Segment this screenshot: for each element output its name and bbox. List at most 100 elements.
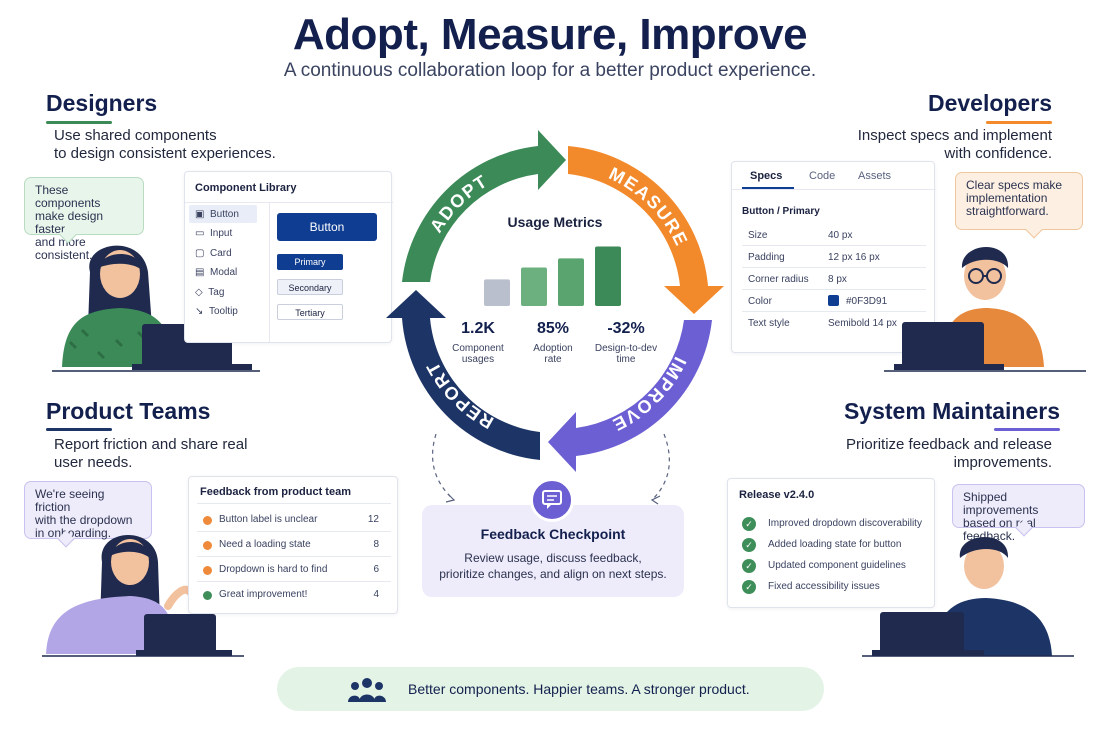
feedback-dot xyxy=(203,591,212,600)
spec-label: Color xyxy=(748,296,772,307)
page-subtitle: A continuous collaboration loop for a be… xyxy=(283,60,817,81)
library-item-selected-bg xyxy=(189,205,257,223)
component-library-title: Component Library xyxy=(195,182,297,194)
specs-panel: Specs Code Assets Button / Primary Size … xyxy=(731,161,936,353)
feedback-dot xyxy=(203,566,212,575)
divider xyxy=(269,202,270,342)
developers-description-line: with confidence. xyxy=(944,145,1052,162)
developers-description: Inspect specs and implement with confide… xyxy=(858,127,1052,163)
feedback-title: Feedback from product team xyxy=(200,486,351,498)
release-item: ✓ Improved dropdown discoverability xyxy=(742,517,928,538)
collaboration-loop: ADOPT MEASURE IMPROVE REPORT xyxy=(386,130,724,472)
product-team-speech-bubble: We're seeing friction with the dropdown … xyxy=(24,481,152,540)
designer-speech-bubble: These components make design faster and … xyxy=(24,177,144,262)
metric-bar xyxy=(595,246,621,306)
feedback-count: 4 xyxy=(373,589,379,600)
page-title: Adopt, Measure, Improve xyxy=(292,10,808,59)
bubble-text-line: in onboarding. xyxy=(35,526,112,540)
feedback-label: Button label is unclear xyxy=(219,514,318,525)
bubble-text-line: with the dropdown xyxy=(35,513,133,527)
bubble-text-line: straightforward. xyxy=(966,204,1049,218)
stat-component-usages: 1.2K Component usages xyxy=(440,320,516,365)
tab-assets[interactable]: Assets xyxy=(858,170,892,182)
check-icon: ✓ xyxy=(742,538,756,552)
metric-bar xyxy=(484,279,510,306)
spec-row: Padding 12 px 16 px xyxy=(742,246,926,268)
feedback-dot xyxy=(203,516,212,525)
divider xyxy=(197,503,391,504)
designers-description: Use shared components to design consiste… xyxy=(54,127,276,163)
modal-icon: ▤ xyxy=(195,267,205,278)
library-item-label: Tag xyxy=(208,287,225,298)
preview-button-secondary[interactable]: Secondary xyxy=(277,279,343,295)
library-item-tag[interactable]: ◇ Tag xyxy=(195,287,224,298)
check-icon: ✓ xyxy=(742,580,756,594)
stat-label-line: Component xyxy=(452,343,504,354)
divider xyxy=(732,189,936,190)
developers-description-line: Inspect specs and implement xyxy=(857,127,1052,144)
library-item-tooltip[interactable]: ↘ Tooltip xyxy=(195,306,238,317)
feedback-checkpoint-title: Feedback Checkpoint xyxy=(480,526,626,542)
bubble-text-line: These components xyxy=(35,183,101,210)
release-item: ✓ Updated component guidelines xyxy=(742,559,928,580)
product-teams-description: Report friction and share real user need… xyxy=(54,436,247,472)
stat-label-line: Design-to-dev xyxy=(594,343,658,354)
feedback-row: Dropdown is hard to find 6 xyxy=(197,557,391,582)
tab-specs[interactable]: Specs xyxy=(750,170,783,182)
tab-code[interactable]: Code xyxy=(809,170,836,182)
checkpoint-line: Review usage, discuss feedback, xyxy=(464,551,642,565)
stat-label: Design-to-dev time xyxy=(588,343,664,365)
designers-description-line: to design consistent experiences. xyxy=(54,145,276,162)
color-swatch xyxy=(828,295,839,306)
component-library-panel: Component Library ▣ Button ▭ Input ▢ Car… xyxy=(184,171,393,343)
maintainers-heading: System Maintainers xyxy=(843,398,1060,424)
spec-row: Size 40 px xyxy=(742,224,926,246)
release-title: Release v2.4.0 xyxy=(739,489,815,501)
feedback-panel: Feedback from product team Button label … xyxy=(188,476,398,614)
metric-bar xyxy=(521,267,547,306)
stat-value: 1.2K xyxy=(461,320,495,337)
spec-label: Padding xyxy=(748,252,785,263)
product-team-illustration xyxy=(42,534,244,657)
library-item-button[interactable]: ▣ Button xyxy=(195,209,239,220)
stat-label: Adoption rate xyxy=(515,343,591,365)
designers-heading: Designers xyxy=(46,90,158,116)
preview-button-large[interactable]: Button xyxy=(277,213,377,241)
library-item-input[interactable]: ▭ Input xyxy=(195,228,232,239)
developers-underline xyxy=(986,121,1052,124)
developer-illustration xyxy=(884,246,1086,372)
preview-button-tertiary[interactable]: Tertiary xyxy=(277,304,343,320)
maintainers-underline xyxy=(994,428,1060,431)
maintainer-illustration xyxy=(862,536,1074,657)
improve-arrow xyxy=(548,320,712,472)
check-icon: ✓ xyxy=(742,517,756,531)
chat-icon xyxy=(530,478,574,522)
feedback-dot xyxy=(203,541,212,550)
product-teams-description-line: user needs. xyxy=(54,454,133,471)
bubble-text-line: Clear specs make xyxy=(966,178,1063,192)
bubble-text-line: and more consistent. xyxy=(35,235,93,262)
designer-illustration xyxy=(52,245,260,372)
tooltip-icon: ↘ xyxy=(195,306,204,317)
bubble-text-line: implementation xyxy=(966,191,1048,205)
library-item-label: Card xyxy=(210,248,232,259)
spec-label: Corner radius xyxy=(748,274,809,285)
checkpoint-connectors xyxy=(432,433,670,505)
library-item-modal[interactable]: ▤ Modal xyxy=(195,267,237,278)
spec-value: Semibold 14 px xyxy=(828,318,897,329)
spec-row: Corner radius 8 px xyxy=(742,268,926,290)
library-item-card[interactable]: ▢ Card xyxy=(195,248,232,259)
designers-description-line: Use shared components xyxy=(54,127,217,144)
release-item: ✓ Fixed accessibility issues xyxy=(742,580,928,601)
maintainers-description: Prioritize feedback and release improvem… xyxy=(846,436,1052,472)
spec-value: 8 px xyxy=(828,274,847,285)
adopt-arrow xyxy=(402,130,566,282)
designers-underline xyxy=(46,121,112,124)
preview-button-primary[interactable]: Primary xyxy=(277,254,343,270)
stat-label-line: Adoption xyxy=(533,343,573,354)
release-item: ✓ Added loading state for button xyxy=(742,538,928,559)
stat-label-line: usages xyxy=(461,354,495,365)
input-icon: ▭ xyxy=(195,228,205,239)
product-teams-description-line: Report friction and share real xyxy=(54,436,248,453)
team-icon xyxy=(348,678,386,702)
